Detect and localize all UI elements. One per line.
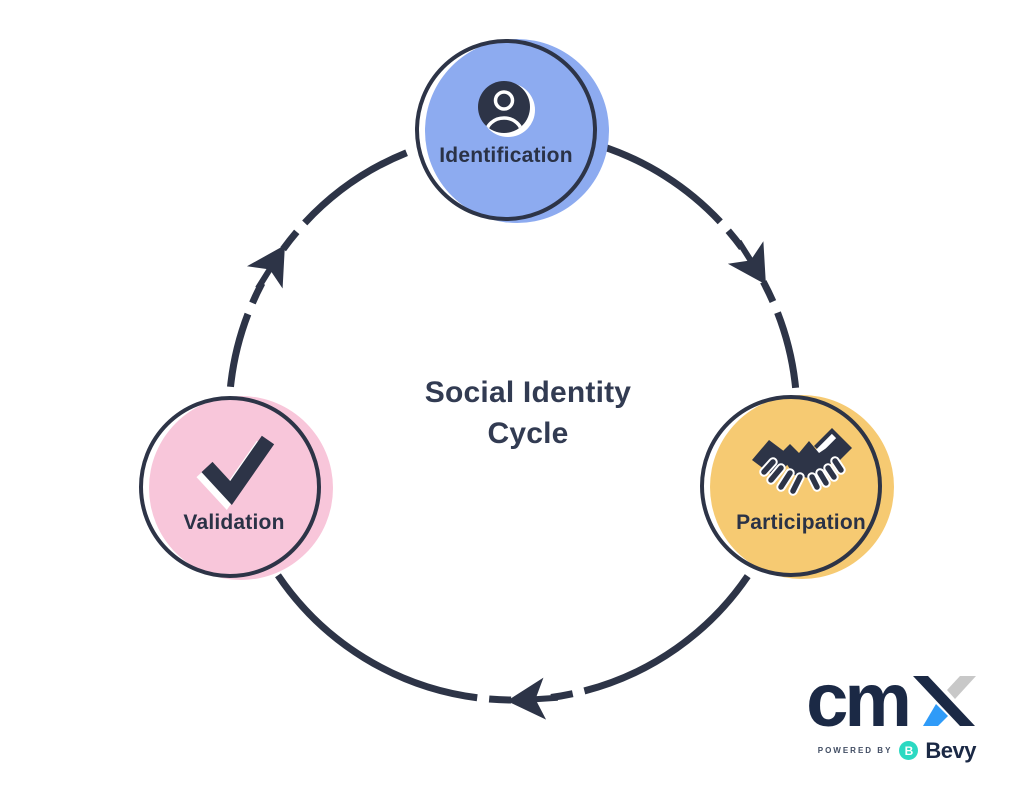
cycle-arc-top-left — [227, 149, 408, 388]
diagram-title-line1: Social Identity — [424, 376, 632, 409]
cycle-arc-top-right — [599, 142, 800, 389]
node-identification — [415, 39, 609, 223]
arrowhead-bottom-icon — [506, 677, 558, 720]
diagram-title-line2: Cycle — [487, 417, 569, 450]
node-validation-outline — [139, 396, 321, 578]
cycle-arc-bottom — [275, 573, 751, 704]
cycle-arrowheads — [246, 239, 766, 720]
powered-by-text: POWERED BY — [817, 746, 893, 756]
arrowhead-top-left-icon — [246, 245, 285, 290]
node-participation — [700, 395, 894, 579]
arrowhead-top-right-icon — [727, 239, 766, 285]
bevy-logo-icon: B — [899, 741, 919, 761]
check-icon — [196, 435, 275, 510]
handshake-icon — [752, 428, 852, 496]
node-participation-outline — [700, 395, 882, 577]
node-label-identification: Identification — [439, 144, 573, 167]
cycle-ring — [227, 142, 800, 704]
cmx-logo: cm POWERED BY B Bevy — [806, 658, 977, 764]
node-identification-outline — [415, 39, 597, 221]
cmx-x-icon — [913, 676, 976, 726]
node-participation-fill — [710, 395, 894, 579]
bevy-name-text: Bevy — [925, 737, 976, 763]
diagram-title: Social Identity Cycle — [368, 372, 688, 454]
node-label-validation: Validation — [183, 511, 285, 534]
cmx-brand-text: cm — [806, 658, 912, 743]
node-validation — [139, 396, 333, 580]
node-label-participation: Participation — [736, 511, 866, 534]
cmx-wordmark: cm — [806, 658, 976, 743]
bevy-mark-letter: B — [904, 743, 914, 758]
powered-by-row: POWERED BY B Bevy — [806, 737, 977, 764]
